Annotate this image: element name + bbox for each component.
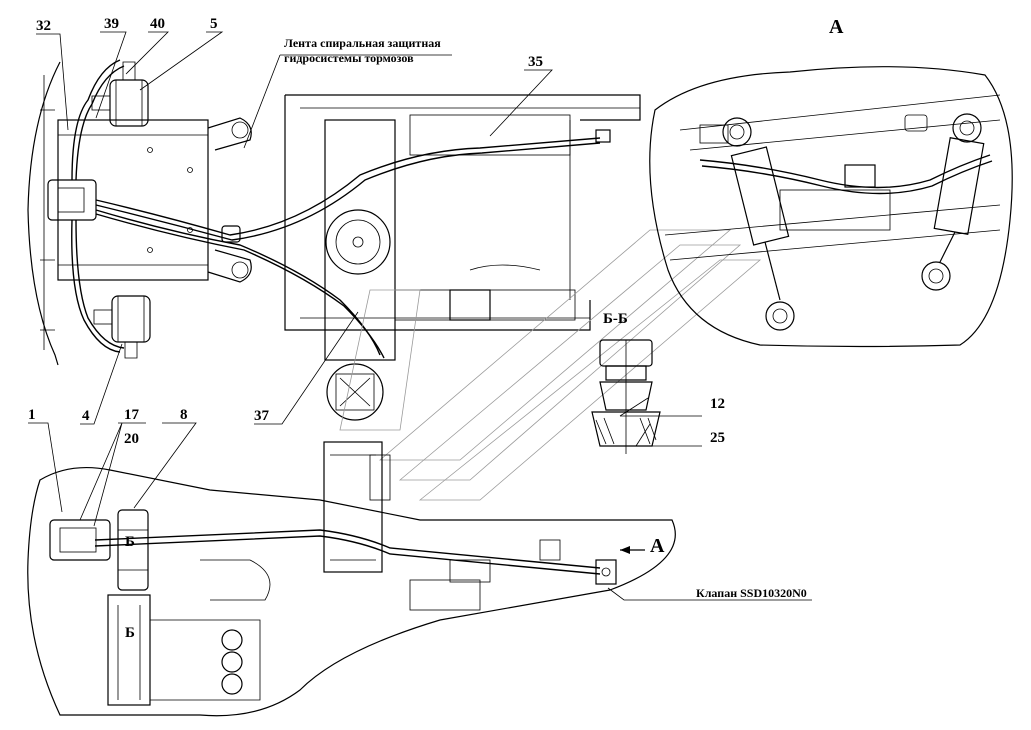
callout-1: 1 [28, 407, 36, 423]
section-label-b-b: Б-Б [603, 311, 628, 327]
brake-chamber-upper [91, 61, 149, 127]
callout-35: 35 [528, 54, 543, 70]
callout-17: 17 [124, 407, 140, 423]
section-mark-b-upper: Б [125, 534, 135, 550]
section-b-b [591, 339, 661, 454]
projection-lines [339, 229, 762, 501]
cylinder-right [921, 113, 985, 291]
callout-32: 32 [36, 18, 51, 34]
callout-8: 8 [180, 407, 188, 423]
callout-5: 5 [210, 16, 218, 32]
labels: А Лента спиральная защитная гидросистемы… [28, 16, 844, 641]
section-mark-b-lower: Б [125, 625, 135, 641]
note-tape-line2: гидросистемы тормозов [284, 51, 414, 65]
view-arrow-label-a: А [650, 535, 665, 557]
callout-12: 12 [710, 396, 725, 412]
note-valve: Клапан SSD10320N0 [696, 586, 807, 600]
callout-40: 40 [150, 16, 165, 32]
pedal-valve [326, 363, 384, 421]
detail-view-a [649, 66, 1013, 348]
cylinder-left [722, 117, 795, 331]
leader-lines [28, 31, 812, 601]
view-label-a: А [829, 16, 844, 38]
valve-ssd10320n0 [595, 559, 617, 585]
callout-4: 4 [82, 408, 90, 424]
side-view [27, 441, 676, 717]
plan-view [27, 59, 641, 421]
callout-37: 37 [254, 408, 270, 424]
callout-20: 20 [124, 431, 139, 447]
callout-25: 25 [710, 430, 725, 446]
brake-chamber-lower [93, 295, 151, 359]
note-tape-line1: Лента спиральная защитная [284, 36, 441, 50]
callout-39: 39 [104, 16, 119, 32]
